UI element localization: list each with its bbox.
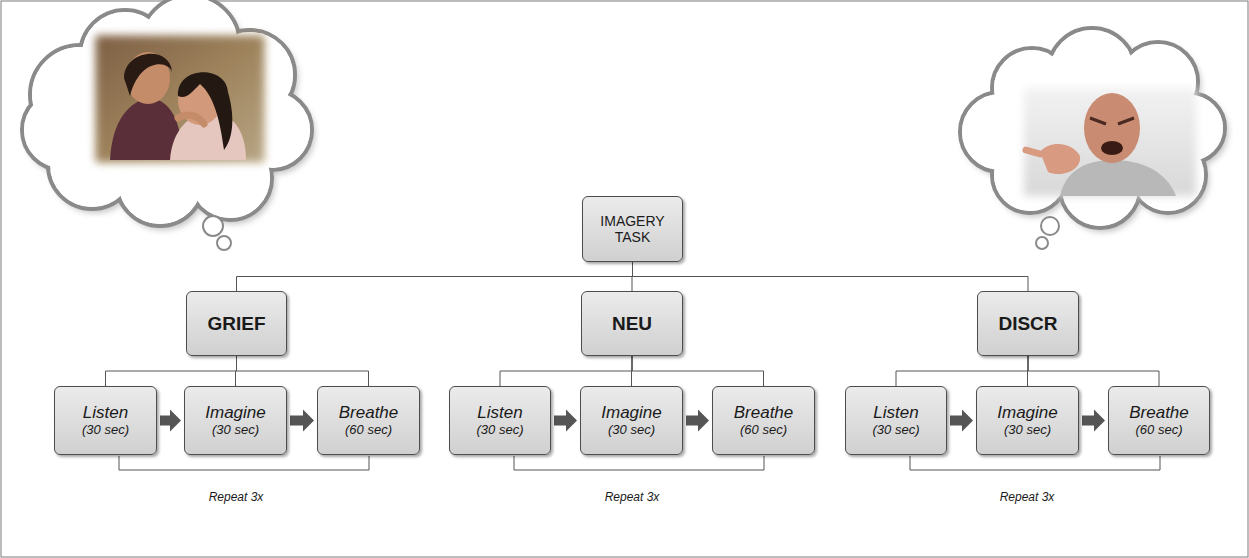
grief-photo [96,36,264,162]
duration-label: (30 sec) [82,423,129,438]
tree-connector [500,356,632,386]
box-label: DISCR [998,313,1057,335]
flow-arrow [1082,410,1105,432]
category-box: GRIEF [186,291,287,356]
step-box: Listen(30 sec) [449,386,551,455]
tree-connector [633,262,1029,291]
box-label: IMAGERY TASK [589,213,676,245]
category-box: DISCR [977,291,1079,356]
step-box: Listen(30 sec) [845,386,947,455]
step-box: Breathe(60 sec) [712,386,815,455]
box-label: Breathe [339,403,399,423]
tree-connector [237,356,369,386]
step-box: Listen(30 sec) [54,386,157,455]
flow-arrow [160,410,181,432]
root-box: IMAGERY TASK [582,196,683,262]
repeat-bracket [119,456,369,470]
box-label: Listen [873,403,918,423]
box-label: Breathe [734,403,794,423]
duration-label: (60 sec) [740,423,787,438]
step-box: Breathe(60 sec) [317,386,420,455]
repeat-note: Repeat 3x [605,490,660,504]
box-label: Imagine [205,403,265,423]
duration-label: (30 sec) [1004,423,1051,438]
step-box: Imagine(30 sec) [976,386,1079,455]
duration-label: (30 sec) [212,423,259,438]
tree-connector [237,262,633,291]
flow-arrow [950,410,973,432]
duration-label: (30 sec) [477,423,524,438]
tree-connector [1028,356,1159,386]
box-label: Imagine [997,403,1057,423]
step-box: Imagine(30 sec) [184,386,287,455]
repeat-note: Repeat 3x [209,490,264,504]
repeat-note: Repeat 3x [1000,490,1055,504]
flow-arrow [554,410,577,432]
step-box: Breathe(60 sec) [1108,386,1210,455]
tree-connector [106,356,237,386]
tree-connector [896,356,1028,386]
step-box: Imagine(30 sec) [580,386,683,455]
flow-arrow [290,410,314,432]
box-label: Listen [477,403,522,423]
angry-man-photo [1024,88,1196,196]
box-label: Breathe [1129,403,1189,423]
category-box: NEU [581,291,683,356]
thought-cloud [960,28,1228,249]
box-label: Listen [83,403,128,423]
duration-label: (30 sec) [873,423,920,438]
duration-label: (60 sec) [1136,423,1183,438]
duration-label: (30 sec) [608,423,655,438]
repeat-bracket [910,456,1160,470]
box-label: NEU [612,313,652,335]
thought-cloud [22,0,315,250]
box-label: Imagine [601,403,661,423]
flow-arrow [686,410,709,432]
repeat-bracket [514,456,764,470]
box-label: GRIEF [207,313,265,335]
duration-label: (60 sec) [345,423,392,438]
tree-connector [632,356,764,386]
